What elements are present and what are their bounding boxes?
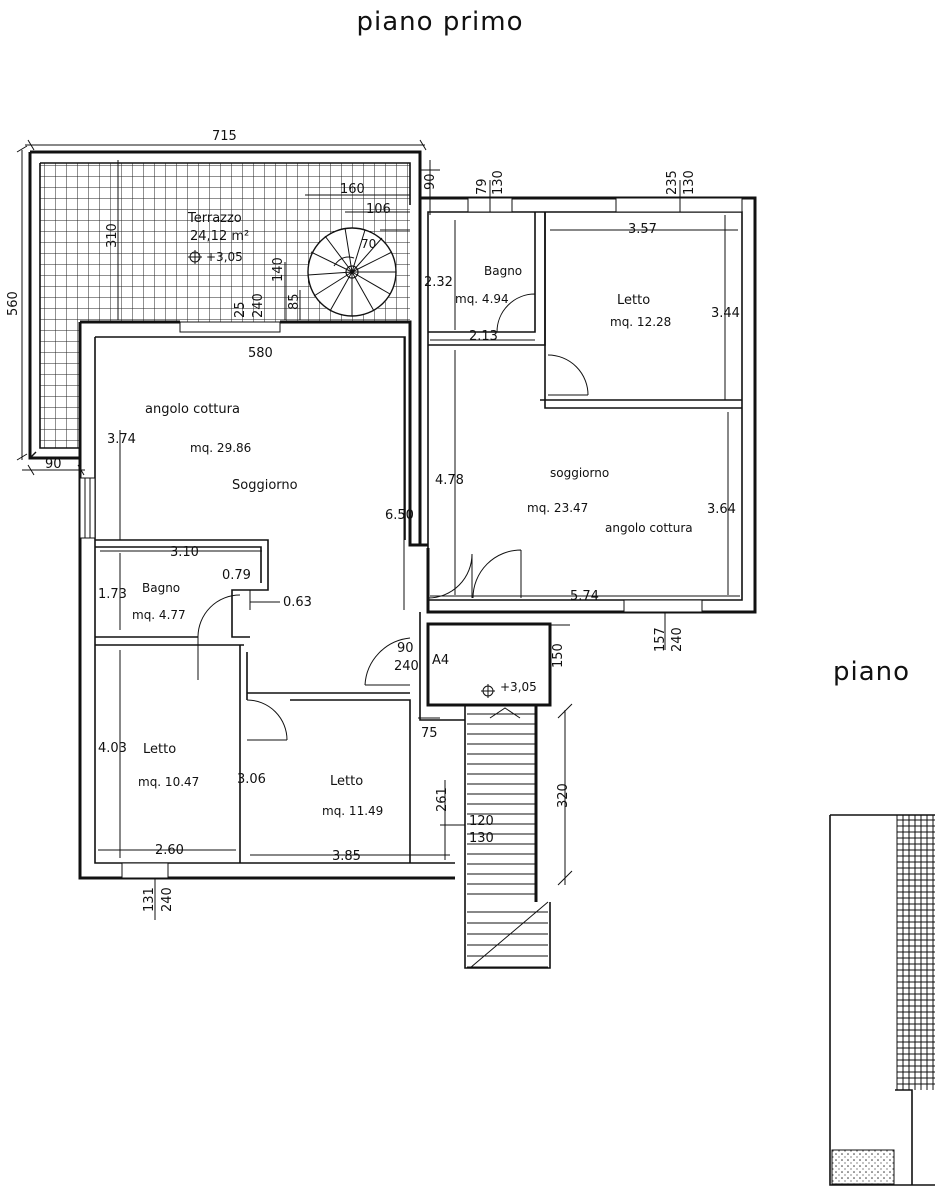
dim-2-60: 2.60 <box>155 843 184 858</box>
left-apartment-walls <box>78 320 455 880</box>
dim-130-stair: 130 <box>469 831 494 846</box>
dim-240-terrace: 240 <box>251 293 266 318</box>
dim-560: 560 <box>6 291 21 316</box>
dim-130-bath: 130 <box>491 170 506 195</box>
landing-level: +3,05 <box>500 680 537 694</box>
left-living-label: Soggiorno <box>232 478 298 493</box>
dim-150: 150 <box>551 643 566 668</box>
side-plan-fragment <box>829 814 935 1186</box>
bedroom1-label: Letto <box>143 742 176 757</box>
dim-3-10: 3.10 <box>170 545 199 560</box>
right-bath-area: mq. 4.94 <box>455 292 509 306</box>
dim-320: 320 <box>556 783 571 808</box>
dim-6-50: 6.50 <box>385 508 414 523</box>
left-living-area: mq. 29.86 <box>190 441 251 455</box>
dim-160: 160 <box>340 182 365 197</box>
dim-240-door: 240 <box>394 659 419 674</box>
dimension-lines <box>16 139 740 920</box>
dim-90-door: 90 <box>397 641 414 656</box>
level-marker-icon <box>188 250 202 264</box>
window-bedroom1 <box>121 862 169 879</box>
right-living-area: mq. 23.47 <box>527 501 588 515</box>
dim-1-73: 1.73 <box>98 587 127 602</box>
dim-90-top: 90 <box>423 173 438 190</box>
plan-title: piano primo <box>357 7 524 37</box>
left-apartment <box>78 320 455 880</box>
dim-0-63: 0.63 <box>283 595 312 610</box>
window-left <box>79 477 96 539</box>
dim-580: 580 <box>248 346 273 361</box>
landing: A4 +3,05 <box>419 612 552 721</box>
dim-85: 85 <box>287 293 302 310</box>
dim-3-44: 3.44 <box>711 306 740 321</box>
terrace-name: Terrazzo <box>187 211 242 226</box>
terrace-level: +3,05 <box>206 250 243 264</box>
bedroom2-area: mq. 11.49 <box>322 804 383 818</box>
right-bed-label: Letto <box>617 293 650 308</box>
right-bedroom-walls <box>540 212 742 409</box>
bedroom1-walls <box>239 645 248 863</box>
dim-3-64: 3.64 <box>707 502 736 517</box>
dim-3-85: 3.85 <box>332 849 361 864</box>
window-living-right <box>623 599 703 613</box>
dim-130-bed: 130 <box>682 170 697 195</box>
dim-3-06: 3.06 <box>237 772 266 787</box>
left-bath-label: Bagno <box>142 581 180 595</box>
bedroom1-area: mq. 10.47 <box>138 775 199 789</box>
level-marker-icon <box>481 684 495 698</box>
left-kitchen-label: angolo cottura <box>145 402 240 417</box>
dim-140: 140 <box>271 257 286 282</box>
dim-235: 235 <box>665 170 680 195</box>
terrace-area: 24,12 m² <box>190 229 249 244</box>
dim-75: 75 <box>421 726 438 741</box>
bedroom2-walls <box>247 692 411 863</box>
dim-240-bed: 240 <box>160 887 175 912</box>
right-living-label: soggiorno <box>550 466 609 480</box>
staircase <box>464 705 551 969</box>
landing-name: A4 <box>432 653 449 668</box>
dim-2-13: 2.13 <box>469 329 498 344</box>
right-bath-label: Bagno <box>484 264 522 278</box>
dim-261: 261 <box>435 787 450 812</box>
terrace: Terrazzo 24,12 m² +3,05 <box>28 150 422 460</box>
right-kitchen-label: angolo cottura <box>605 521 693 535</box>
dim-157: 157 <box>653 627 668 652</box>
side-plan-title: piano <box>833 657 910 687</box>
dim-3-57: 3.57 <box>628 222 657 237</box>
window-bed-right <box>615 197 743 213</box>
spiral-staircase <box>307 227 397 317</box>
dim-131: 131 <box>142 887 157 912</box>
right-bed-area: mq. 12.28 <box>610 315 671 329</box>
dim-2-32: 2.32 <box>424 275 453 290</box>
terrace-parapet-window <box>179 321 281 333</box>
dim-4-03: 4.03 <box>98 741 127 756</box>
left-bath-area: mq. 4.77 <box>132 608 186 622</box>
right-apartment <box>418 196 757 614</box>
dim-106: 106 <box>366 202 391 217</box>
terrace-tiles <box>40 163 410 448</box>
dim-0-79: 0.79 <box>222 568 251 583</box>
dim-310: 310 <box>105 223 120 248</box>
dim-79: 79 <box>475 178 490 195</box>
dim-120: 120 <box>469 814 494 829</box>
dim-5-74: 5.74 <box>570 589 599 604</box>
bedroom2-label: Letto <box>330 774 363 789</box>
right-apartment-walls <box>418 196 757 614</box>
dim-4-78: 4.78 <box>435 473 464 488</box>
dim-90-terrace: 90 <box>45 457 62 472</box>
dim-240-living: 240 <box>670 627 685 652</box>
dim-3-74: 3.74 <box>107 432 136 447</box>
dim-715: 715 <box>212 129 237 144</box>
dim-25: 25 <box>233 301 248 318</box>
dim-70: 70 <box>361 237 376 251</box>
